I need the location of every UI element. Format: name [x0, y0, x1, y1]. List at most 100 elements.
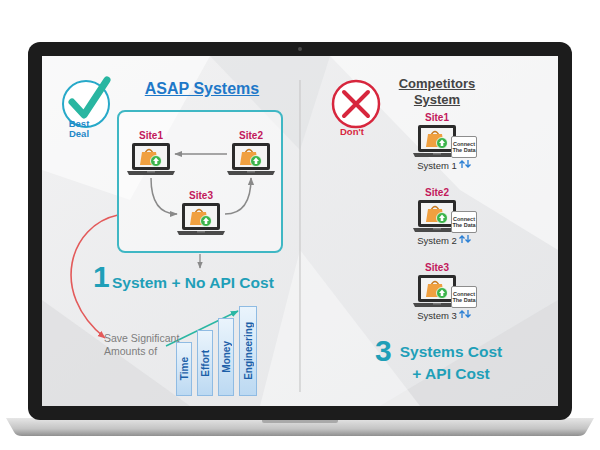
system-label: System 3: [417, 310, 457, 322]
upload-badge: [437, 138, 448, 149]
upload-badge: [437, 288, 448, 299]
cycle-connector: [175, 153, 227, 155]
upload-arrow: [439, 290, 445, 297]
benefit-bar: Effort: [197, 330, 213, 396]
shopping-bag: [190, 212, 208, 225]
text-label: Don't: [340, 126, 364, 137]
laptop-keyboard-base: [127, 171, 175, 175]
site-label: Site3: [425, 262, 449, 274]
site-label: Site1: [139, 130, 163, 142]
sync-arrow-down: [466, 235, 471, 242]
upload-badge: [251, 156, 262, 167]
bar-label: Time: [179, 357, 190, 380]
system-laptop: Site1System 1Connect The Data: [410, 112, 464, 172]
laptop-screen: [421, 128, 453, 149]
benefit-bar: Money: [218, 318, 234, 396]
bar-label: Engineering: [243, 322, 254, 380]
cycle-connector: [225, 178, 251, 214]
text-label: 3: [375, 336, 392, 366]
sync-arrows: [458, 309, 472, 319]
laptop-keyboard-base: [227, 171, 275, 175]
upload-badge: [201, 216, 212, 227]
sync-arrow-up: [460, 161, 465, 168]
system-label: System 1: [417, 160, 457, 172]
upload-badge: [151, 156, 162, 167]
divider-line: [299, 80, 300, 392]
shopping-bag: [426, 209, 444, 222]
sync-arrow-down: [466, 160, 471, 167]
background-facet: [330, 56, 558, 250]
site-laptop: Site1: [127, 130, 175, 178]
laptop-screen: [235, 146, 267, 167]
benefit-bar: Engineering: [239, 306, 257, 396]
connect-label: Connect The Data: [452, 291, 476, 303]
sync-arrow-up: [460, 236, 465, 243]
connect-data-icon: Connect The Data: [451, 286, 477, 308]
text-label: Save Significant Amounts of: [104, 332, 194, 358]
sync-arrow-down: [466, 310, 471, 317]
connect-label: Connect The Data: [452, 216, 476, 228]
upload-badge: [437, 213, 448, 224]
laptop-notch: [433, 153, 441, 155]
shopping-bag: [426, 284, 444, 297]
cross-mark: [344, 92, 368, 116]
upload-arrow: [253, 158, 259, 165]
laptop-screen: [421, 278, 453, 299]
benefit-bar: Time: [176, 342, 192, 396]
site-label: Site2: [425, 187, 449, 199]
site-label: Site3: [189, 190, 213, 202]
laptop-screen-frame: [182, 203, 220, 230]
connect-label: Connect The Data: [452, 141, 476, 153]
laptop-icon: [127, 142, 175, 178]
sync-arrows: [458, 234, 472, 244]
cross-circle: [333, 81, 379, 127]
laptop-screen-frame: [132, 143, 170, 170]
text-label: Systems Cost + API Cost: [394, 341, 508, 386]
laptop-notch: [433, 228, 441, 230]
laptop-screen-frame: [232, 143, 270, 170]
laptop-icon: [227, 142, 275, 178]
text-label: Competitors System: [388, 76, 486, 107]
system-laptop: Site3System 3Connect The Data: [410, 262, 464, 322]
laptop-screen: [421, 203, 453, 224]
laptop-notch: [147, 171, 155, 173]
curved-arrow: [71, 215, 118, 338]
cycle-connector: [151, 178, 177, 214]
check-mark: [72, 80, 107, 115]
laptop-notch: [197, 231, 205, 233]
system-group-box: ASAP SystemsSite1Site2Site3: [117, 110, 283, 253]
text-label: 1: [93, 262, 110, 292]
sync-arrow-up: [460, 311, 465, 318]
connect-data-icon: Connect The Data: [451, 136, 477, 158]
laptop-screen: [185, 206, 217, 227]
laptop-notch: [247, 171, 255, 173]
camera-dot: [298, 47, 302, 51]
shopping-bag: [140, 152, 158, 165]
laptop-base: [6, 418, 594, 436]
sync-arrows: [458, 159, 472, 169]
down-arrow: [199, 254, 200, 268]
bar-label: Money: [221, 341, 232, 373]
laptop-icon: [177, 202, 225, 238]
system-label: System 2: [417, 235, 457, 247]
connect-data-icon: Connect The Data: [451, 211, 477, 233]
laptop-notch: [433, 303, 441, 305]
background-facet: [260, 250, 420, 406]
text-label: Best Deal: [62, 119, 96, 139]
laptop-lid: [28, 42, 572, 420]
shopping-bag: [240, 152, 258, 165]
laptop-keyboard-base: [177, 231, 225, 235]
section-heading: ASAP Systems: [99, 80, 305, 98]
upload-arrow: [439, 215, 445, 222]
shopping-bag: [426, 134, 444, 147]
upload-arrow: [203, 218, 209, 225]
laptop-screen: [135, 146, 167, 167]
site-laptop: Site3: [177, 190, 225, 238]
site-label: Site1: [425, 112, 449, 124]
site-laptop: Site2: [227, 130, 275, 178]
bar-label: Effort: [200, 350, 211, 377]
upload-arrow: [153, 158, 159, 165]
